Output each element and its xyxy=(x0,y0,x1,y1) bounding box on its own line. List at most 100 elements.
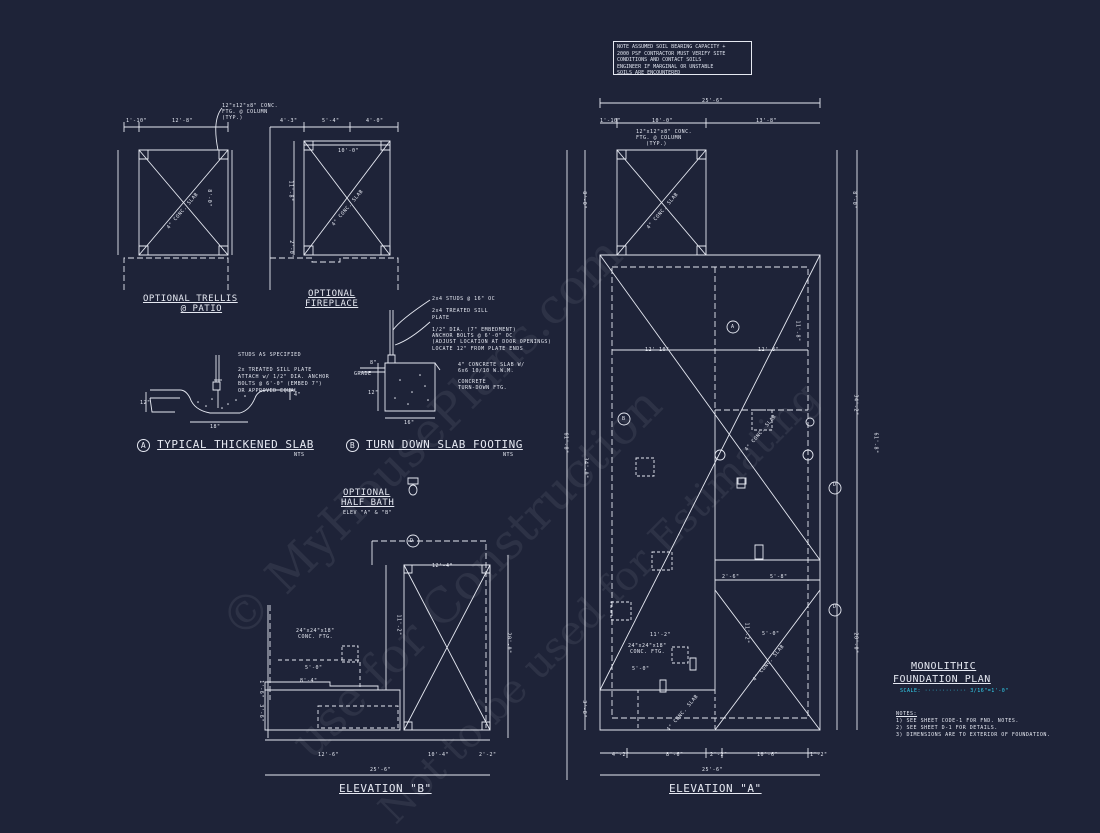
dim-label: 12" xyxy=(368,390,379,396)
dim-label: 5'-4" xyxy=(322,118,340,124)
dim-label: 11'-2" xyxy=(395,614,402,636)
notes-label: NOTES: xyxy=(896,711,918,717)
dim-label: 8'-4" xyxy=(300,678,318,684)
detail-marker: B xyxy=(346,439,359,452)
note-item: 2) SEE SHEET D-1 FOR DETAILS. xyxy=(896,725,998,731)
dim-label: 1'-10" xyxy=(600,118,622,124)
dim-label: 61'-8" xyxy=(562,432,569,454)
detail-b-title: B TURN DOWN SLAB FOOTING xyxy=(346,438,523,452)
circle-marker-label: D xyxy=(410,538,414,544)
detail-b-drawing xyxy=(360,300,440,418)
dim-label: 10'-0" xyxy=(338,148,360,154)
detail-a-notes: STUDS AS SPECIFIED 2x TREATED SILL PLATE… xyxy=(238,352,330,394)
dim-label: 12'-6" xyxy=(318,752,340,758)
elevation-a-title: ELEVATION "A" xyxy=(669,782,762,795)
dim-label: 12" xyxy=(140,400,151,406)
dim-label: 2'-0" xyxy=(287,240,294,258)
dim-label: 12'-10" xyxy=(645,347,670,353)
dim-label: 4" xyxy=(294,392,302,398)
dim-label: 8'-0" xyxy=(205,189,212,207)
dim-label: 20'-0" xyxy=(505,632,512,654)
scale-value: 3/16"=1'-0" xyxy=(970,688,1009,694)
elevation-b-plan xyxy=(265,535,508,775)
plan-scale: SCALE: ············ 3/16"=1'-0" xyxy=(900,688,1009,694)
dim-label: 8'-6" xyxy=(666,752,684,758)
dim-label: 10'-4" xyxy=(428,752,450,758)
dim-label: 12'-8" xyxy=(758,347,780,353)
dim-label: 10'-6" xyxy=(757,752,779,758)
detail-a-title: A TYPICAL THICKENED SLAB xyxy=(137,438,314,452)
dim-label: 2'-2" xyxy=(710,752,728,758)
scale-nts: NTS xyxy=(503,452,514,458)
soil-note-line: NOTE ASSUMED SOIL BEARING CAPACITY + xyxy=(617,44,726,50)
scale-nts: NTS xyxy=(294,452,305,458)
dim-label: 16" xyxy=(404,420,415,426)
col-note: 12"x12"x8" CONC.FTG. @ COLUMN(TYP.) xyxy=(636,129,693,147)
detail-marker: A xyxy=(137,439,150,452)
fireplace-plan xyxy=(270,122,398,290)
ftg-note: 24"x24"x18"CONC. FTG. xyxy=(296,628,335,640)
dim-label: 1'-6" xyxy=(257,680,264,698)
dim-label: 5'-0" xyxy=(305,665,323,671)
soil-note-line: SOILS ARE ENCOUNTERED xyxy=(617,70,681,76)
circle-marker-label: D xyxy=(833,604,837,610)
dim-label: 61'-8" xyxy=(872,432,879,454)
dim-label: 8" xyxy=(370,360,378,366)
dim-label: 2'-2" xyxy=(479,752,497,758)
dim-label: 1'-2" xyxy=(810,752,828,758)
dim-label: 2'-6" xyxy=(722,574,740,580)
soil-note-line: ENGINEER IF MARGINAL OR UNSTABLE xyxy=(617,63,714,70)
detail-b-notes: 2x4 STUDS @ 16" OC 2x4 TREATED SILL PLAT… xyxy=(432,296,552,391)
col-note: 12"x12"x8" CONC.FTG. @ COLUMN(TYP.) xyxy=(222,103,279,121)
dim-label: 5'-8" xyxy=(770,574,788,580)
soil-note-line: CONDITIONS AND CONTACT SOILS xyxy=(617,57,702,63)
dim-label: 12'-8" xyxy=(172,118,194,124)
elevation-b-title: ELEVATION "B" xyxy=(339,782,432,795)
dim-label: 11'-8" xyxy=(287,180,294,202)
scale-label: SCALE: xyxy=(900,688,922,694)
dim-label: 3'-8" xyxy=(580,700,587,718)
note-item: 1) SEE SHEET CODE-1 FOR FND. NOTES. xyxy=(896,718,1019,724)
toilet-symbol xyxy=(408,478,746,496)
soil-note: NOTE ASSUMED SOIL BEARING CAPACITY + 200… xyxy=(613,41,752,76)
dim-label: 4'-0" xyxy=(366,118,384,124)
plan-title-line-2: FOUNDATION PLAN xyxy=(893,674,991,685)
plan-title-line-1: MONOLITHIC xyxy=(911,661,977,672)
dim-label: 11'-8" xyxy=(794,320,801,342)
trellis-plan xyxy=(118,108,232,290)
dim-label: 28'-0" xyxy=(852,632,859,654)
note-item: 3) DIMENSIONS ARE TO EXTERIOR OF FOUNDAT… xyxy=(896,732,1051,738)
dim-label: 5'-0" xyxy=(632,666,650,672)
dim-label: 25'-6" xyxy=(370,767,392,773)
dim-label: 10'-0" xyxy=(652,118,674,124)
circle-marker-label: D xyxy=(833,482,837,488)
dim-label: 25'-6" xyxy=(702,767,724,773)
dim-label: 34'-0" xyxy=(582,457,589,479)
dim-label: 4'-3" xyxy=(280,118,298,124)
dim-label: 18" xyxy=(210,424,221,430)
half-bath-elev: ELEV "A" & "B" xyxy=(343,510,393,516)
dim-label: 13'-8" xyxy=(756,118,778,124)
dim-label: 3'-6" xyxy=(257,704,264,722)
dim-label: 8'-0" xyxy=(580,191,587,209)
circle-marker-label: A xyxy=(731,324,735,330)
ftg-note: 24"x24"x18"CONC. FTG. xyxy=(628,643,667,655)
notes-list: 1) SEE SHEET CODE-1 FOR FND. NOTES. 2) S… xyxy=(896,718,1050,739)
dim-label: 8'-0" xyxy=(850,191,857,209)
dim-label: 11'-2" xyxy=(743,622,750,644)
circle-marker-label: B xyxy=(622,416,626,422)
dim-label: 4'-2" xyxy=(612,752,630,758)
dim-label: 11'-2" xyxy=(650,632,672,638)
detail-a-drawing xyxy=(146,355,295,422)
dim-label: 25'-6" xyxy=(702,98,724,104)
dim-label: 34'-2" xyxy=(852,394,859,416)
trellis-title: OPTIONAL TRELLIS@ PATIO xyxy=(143,294,238,314)
dim-label: 5'-0" xyxy=(762,631,780,637)
elevation-a-plan xyxy=(567,98,857,780)
soil-note-line: 2000 PSF CONTRACTOR MUST VERIFY SITE xyxy=(617,50,726,57)
dim-label: 1'-10" xyxy=(126,118,148,124)
